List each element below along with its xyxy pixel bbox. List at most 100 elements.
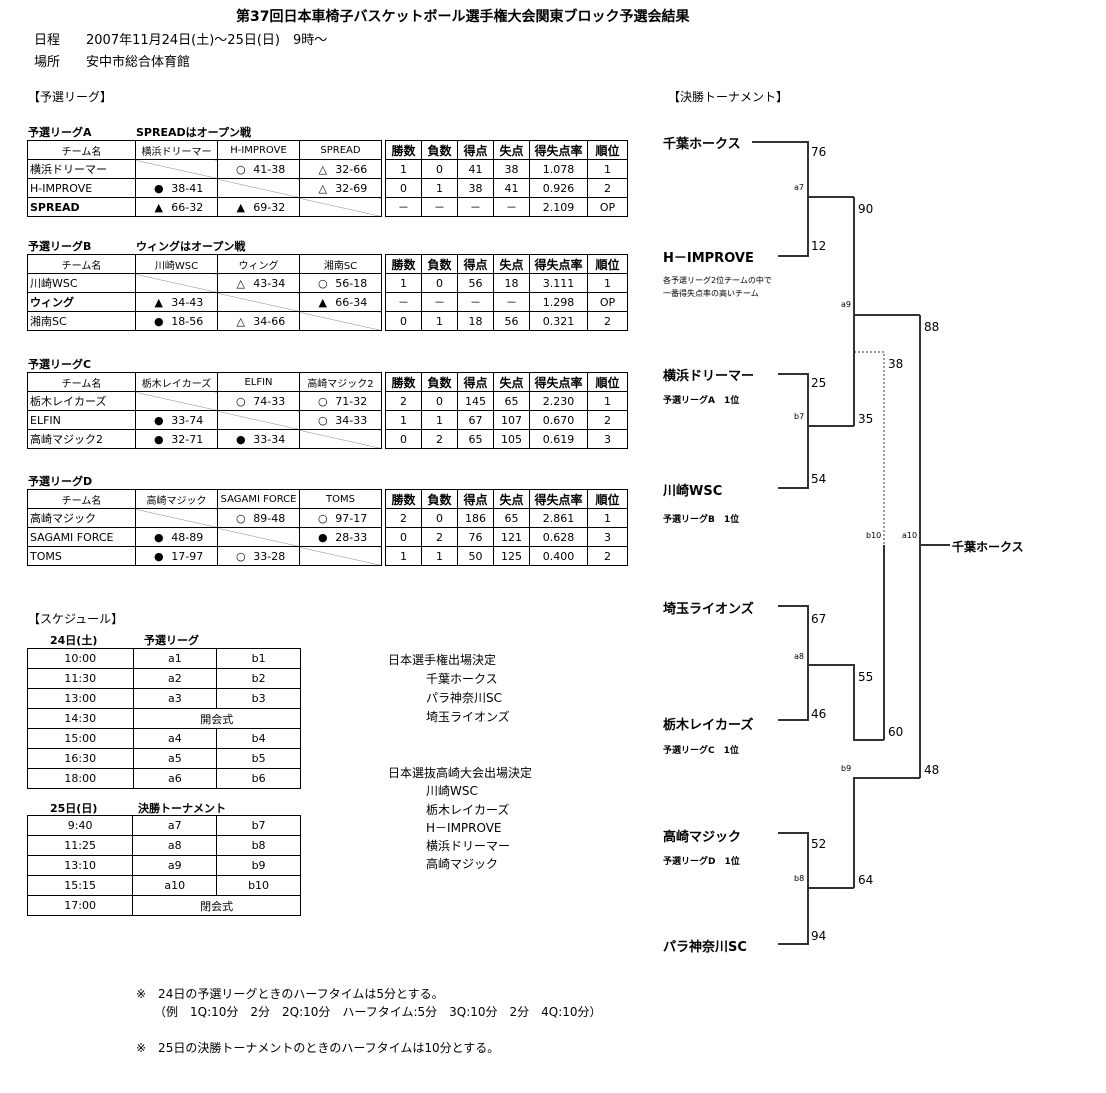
game-label: a9 [841,300,851,309]
result-mark: ○ [317,511,328,525]
bracket-score: 46 [811,707,827,721]
league-self-cell [135,159,218,179]
league-self-cell [217,292,300,312]
day2-date: 25日(日) [50,802,98,815]
result-mark: ▲ [154,295,163,309]
league-result-cell: ● 17-97 [135,546,218,566]
league-stat-cell: OP [587,197,628,217]
result-mark: △ [236,276,245,290]
game-label: a8 [794,652,804,661]
national-qualified-title: 日本選手権出場決定 [388,653,497,667]
league-team-name: 湘南SC [27,311,136,331]
bracket-team: 栃木レイカーズ [663,718,754,733]
result-mark: ○ [317,394,328,408]
bracket-score: 35 [858,412,874,426]
result-mark: ● [235,432,246,446]
day1-stage: 予選リーグ [144,634,199,647]
league-stat-cell: 0.400 [529,546,588,566]
national-team: 埼玉ライオンズ [426,710,510,724]
schedule-event: 開会式 [132,708,302,729]
league-stat-cell: 145 [457,391,494,411]
result-score: 33-74 [171,413,204,427]
result-score: 43-34 [253,276,286,290]
league-result-cell: ▲ 34-43 [135,292,218,312]
bracket-team: パラ神奈川SC [663,940,747,955]
bracket-team: 高崎マジック [663,830,742,845]
bracket-team: 横浜ドリーマー [663,369,755,384]
bracket-score: 60 [888,725,904,739]
league-stat-cell: 0.926 [529,178,588,198]
bracket-sub: 予選リーグB 1位 [663,515,740,525]
result-score: 69-32 [253,200,286,214]
league-self-cell [299,429,382,449]
date-value: 2007年11月24日(土)～25日(日) 9時～ [86,33,328,48]
league-stat-cell: 2 [587,311,628,331]
league-stat-cell: OP [587,292,628,312]
league-result-cell: ○ 74-33 [217,391,300,411]
league-stat-cell: 1 [587,159,628,179]
schedule-section-title: 【スケジュール】 [28,612,124,626]
schedule-game: b6 [216,768,301,789]
bracket-score: 52 [811,837,827,851]
league-col-header: 失点 [493,372,530,392]
bracket-line-b10-dotted [854,351,885,545]
bracket-line-a7 [752,141,809,257]
league-note: ウィングはオープン戦 [136,240,246,253]
takasaki-qualified-title: 日本選抜高崎大会出場決定 [388,766,533,780]
takasaki-team: H－IMPROVE [426,821,502,835]
league-title: 予選リーグC [28,358,92,371]
league-team-name: 栃木レイカーズ [27,391,136,411]
bracket-score: 76 [811,145,827,159]
result-score: 56-18 [335,276,368,290]
league-result-cell: ○ 33-28 [217,546,300,566]
result-mark: ○ [235,549,246,563]
result-mark: △ [236,314,245,328]
result-mark: ○ [317,413,328,427]
tournament-section-title: 【決勝トーナメント】 [668,90,789,104]
league-team-name: 高崎マジック2 [27,429,136,449]
league-team-name: 横浜ドリーマー [27,159,136,179]
result-score: 71-32 [335,394,368,408]
result-mark: △ [318,162,327,176]
league-col-header: 得点 [457,254,494,274]
league-stat-cell: 1 [587,273,628,293]
league-stat-cell: 2 [587,546,628,566]
takasaki-team: 高崎マジック [426,857,499,871]
game-label: b7 [794,412,805,421]
result-score: 17-97 [171,549,204,563]
league-title: 予選リーグB [28,240,92,253]
bracket-score: 38 [888,357,904,371]
result-mark: ● [153,413,164,427]
league-col-header: 得点 [457,140,494,160]
result-score: 18-56 [171,314,204,328]
result-mark: ● [153,530,164,544]
league-stat-cell: 3 [587,429,628,449]
bracket-team: 千葉ホークス [663,137,741,152]
bracket-note: 各予選リーグ2位チームの中で [663,276,772,285]
league-self-cell [135,273,218,293]
result-mark: ○ [235,511,246,525]
day1-date: 24日(土) [50,634,98,647]
league-stat-cell: 67 [457,410,494,430]
takasaki-team: 川崎WSC [426,784,478,798]
league-stat-cell: 65 [457,429,494,449]
league-result-cell: △ 43-34 [217,273,300,293]
league-stat-cell: 105 [493,429,530,449]
bracket-team: H－IMPROVE [663,251,754,266]
bracket-score: 12 [811,239,827,253]
takasaki-team: 横浜ドリーマー [426,839,511,853]
result-score: 89-48 [253,511,286,525]
schedule-time: 17:00 [26,895,134,916]
bracket-score: 54 [811,472,827,486]
day2-stage: 決勝トーナメント [138,802,226,815]
